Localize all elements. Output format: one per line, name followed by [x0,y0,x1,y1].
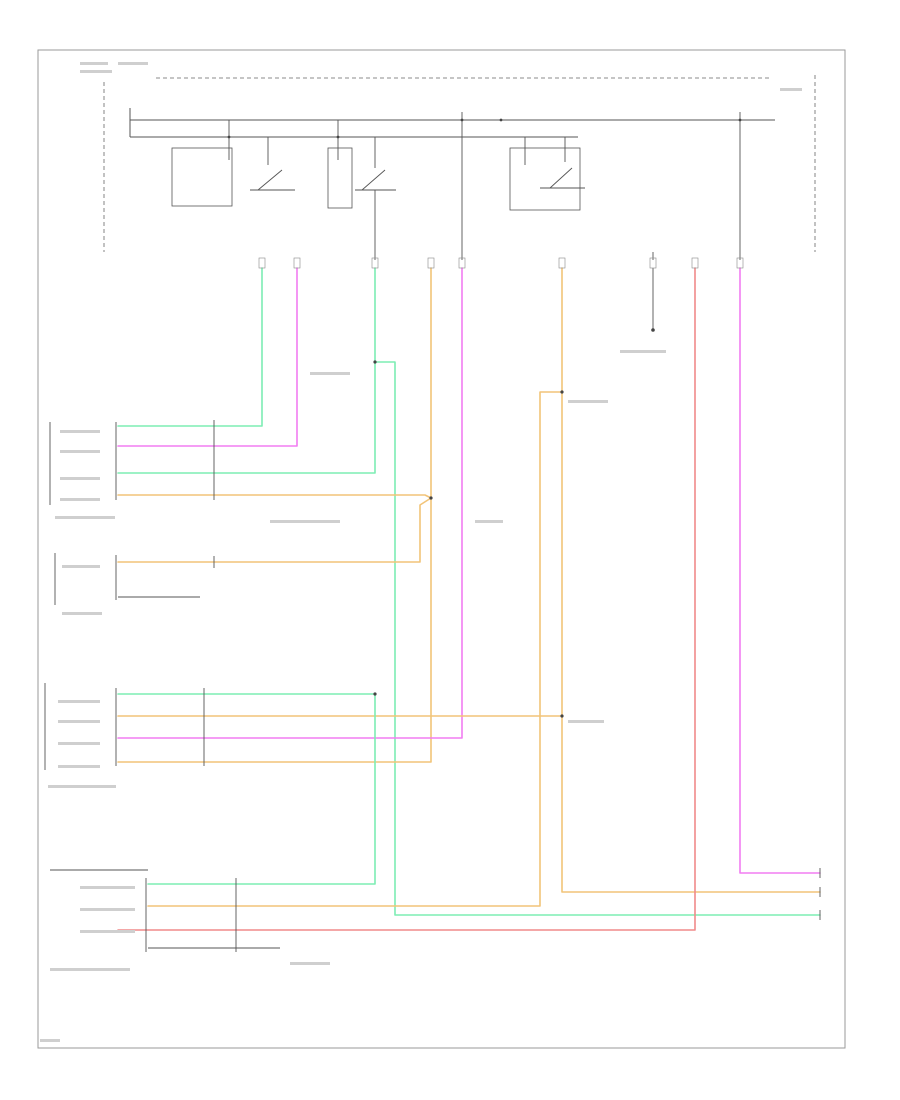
left-connectors [44,422,148,952]
text-mark [50,968,130,971]
text-mark [780,88,802,91]
diagram-frame [37,49,846,1049]
text-mark [40,1039,60,1042]
splice-orange-passenger [560,714,564,718]
text-mark [80,62,108,65]
text-mark [60,477,100,480]
wires-vertical [117,267,821,931]
head-3 [371,257,379,269]
splice-green-passenger [373,692,377,696]
head-6 [558,257,566,269]
wire-green-branch-right [374,361,821,916]
splice-orange-left [429,496,433,500]
center-switch-block [327,120,396,260]
splices [373,360,564,718]
text-mark [58,700,100,703]
text-mark [290,962,330,965]
wire-red-right [117,267,696,931]
wire-green-driver-1 [117,267,263,427]
head-9 [736,257,744,269]
driver-switch-lever [257,169,283,191]
text-mark [568,720,604,723]
text-mark [620,350,666,353]
text-mark [118,62,148,65]
illegible-text-marks [40,62,802,1042]
text-mark [568,400,608,403]
text-mark [58,742,100,745]
ground-dot [651,328,655,332]
text-mark [80,908,135,911]
text-mark [475,520,503,523]
bus-dot-2 [336,135,340,139]
bus-dot-1 [227,135,231,139]
splice-orange-right [560,390,564,394]
text-mark [60,430,100,433]
wire-green-center [117,267,376,474]
wire-pink-driver-2 [117,267,298,447]
wire-green-bottom-1 [147,693,376,885]
text-mark [55,516,115,519]
bus-dot-3 [460,118,464,122]
wire-pink-passenger [117,267,463,739]
text-mark [60,498,100,501]
head-5 [458,257,466,269]
head-8 [691,257,699,269]
wire-orange-main [117,267,432,763]
top-connector-heads [258,257,744,269]
text-mark [62,612,102,615]
wires-horizontal [117,391,563,949]
driver-switch-body [171,147,233,207]
wire-pink-far-right [739,267,821,874]
wire-orange-driver-4 [117,494,432,499]
text-mark [80,70,112,73]
driver-switch-block [171,120,295,207]
splice-green [373,360,377,364]
text-mark [80,930,135,933]
text-mark [62,565,100,568]
wire-orange-bottom-2 [147,391,563,907]
head-1 [258,257,266,269]
text-mark [58,765,100,768]
passenger-switch-body [509,147,581,211]
center-switch-lever [361,169,386,191]
wire-orange-right [561,267,821,893]
module-top [103,75,816,252]
text-mark [310,372,350,375]
head-2 [293,257,301,269]
text-mark [58,720,100,723]
head-4 [427,257,435,269]
text-mark [80,886,135,889]
passenger-switch-lever [549,167,573,189]
bus-dot-4 [499,118,503,122]
inline-connectors [203,420,237,952]
text-mark [270,520,340,523]
text-mark [60,450,100,453]
wire-orange-window [117,497,432,563]
bus-dot-5 [738,118,742,122]
text-mark [48,785,116,788]
head-7 [649,257,657,269]
passenger-switch-block [509,137,585,211]
center-switch-body [327,147,353,209]
